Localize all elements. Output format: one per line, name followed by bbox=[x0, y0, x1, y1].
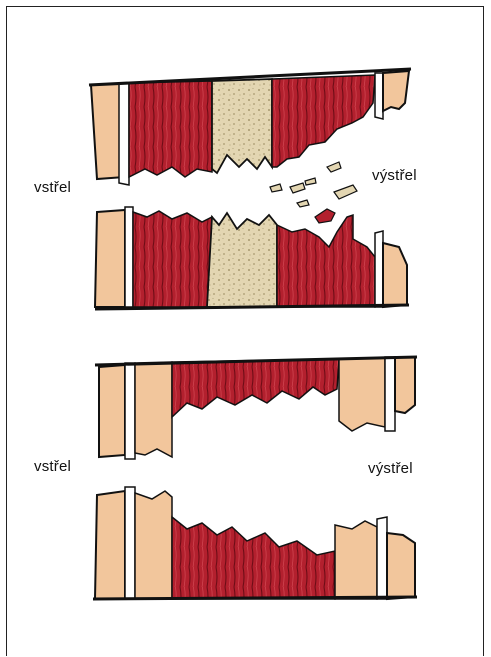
diagram-muscle-upper bbox=[95, 357, 417, 459]
fat-right-upper bbox=[375, 73, 383, 119]
exit-label-2: výstřel bbox=[368, 460, 413, 477]
exit-label-1: výstřel bbox=[372, 167, 417, 184]
fat-left-upper bbox=[119, 83, 129, 185]
figure-frame bbox=[6, 6, 484, 656]
muscle-right-upper bbox=[272, 75, 375, 167]
diagram-bone-upper bbox=[89, 69, 411, 185]
bone-upper bbox=[212, 79, 272, 173]
diagram-muscle-lower bbox=[93, 487, 417, 599]
muscle-left-upper bbox=[129, 81, 212, 177]
skin-right-upper bbox=[383, 71, 409, 111]
diagram-bone-lower bbox=[95, 207, 409, 309]
wound-diagram-svg bbox=[7, 7, 491, 657]
entry-label-2: vstřel bbox=[34, 458, 71, 475]
entry-label-1: vstřel bbox=[34, 179, 71, 196]
bone-fragments bbox=[270, 162, 357, 223]
